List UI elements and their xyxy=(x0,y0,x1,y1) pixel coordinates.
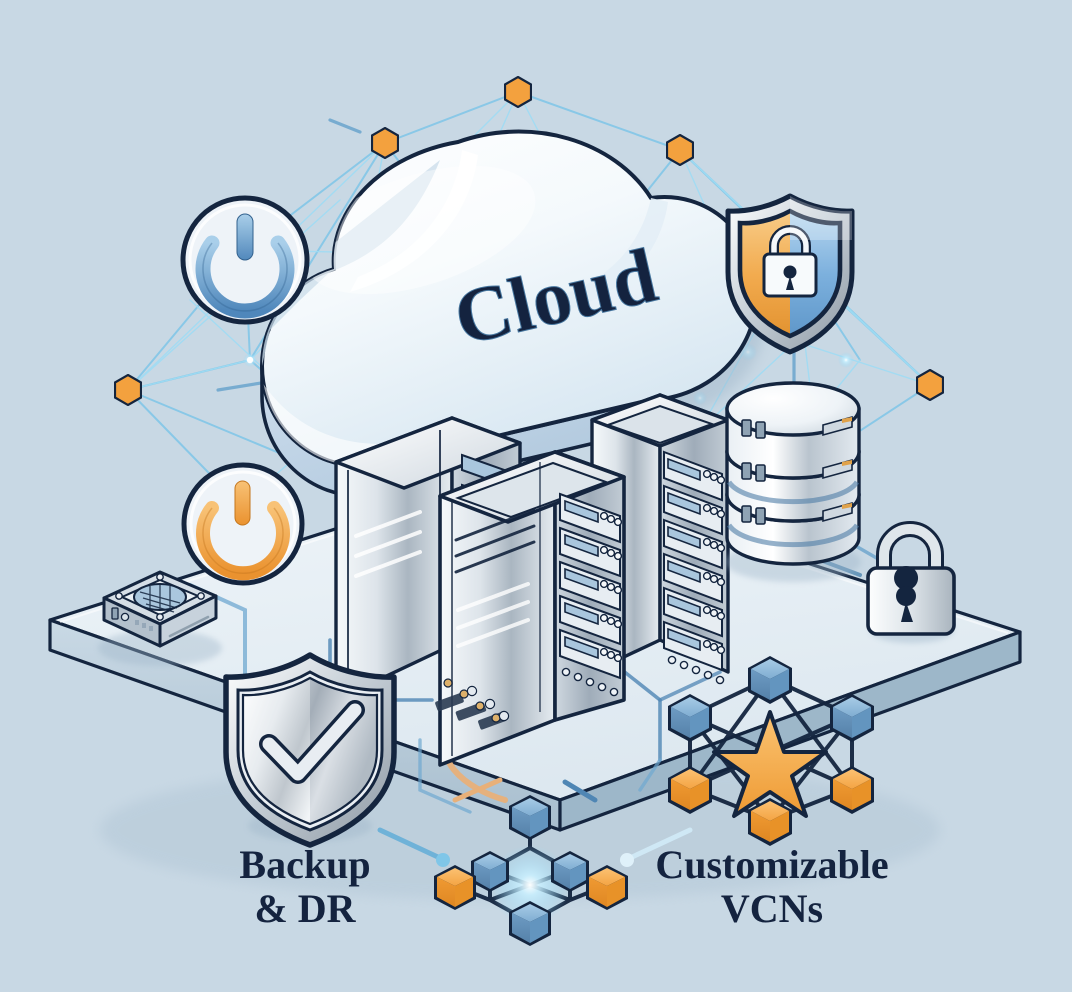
vcn-cluster-bottom xyxy=(377,777,693,946)
rack-unit xyxy=(663,450,726,685)
star-node xyxy=(712,710,828,818)
cloud-shape: Cloud xyxy=(260,129,767,498)
vcns-line1: Customizable xyxy=(655,842,888,887)
power-icon-orange xyxy=(181,462,305,586)
power-icon-blue xyxy=(180,195,310,325)
network-appliance-icon xyxy=(98,570,222,666)
label-backup-dr: Backup & DR xyxy=(239,842,370,931)
rack-unit xyxy=(559,492,623,697)
shield-check-icon xyxy=(223,652,397,848)
lock-glyph xyxy=(762,225,818,298)
label-customizable-vcns: Customizable VCNs xyxy=(655,842,888,931)
shield-lock-icon xyxy=(725,193,855,355)
cube-node xyxy=(668,656,874,846)
backup-dr-line2: & DR xyxy=(254,886,356,931)
database-icon xyxy=(725,381,861,582)
server-port-panel xyxy=(435,678,510,730)
cube-node xyxy=(434,795,628,946)
padlock-icon xyxy=(866,521,956,643)
check-glyph xyxy=(259,700,365,784)
backup-dr-line1: Backup xyxy=(239,842,370,887)
server-rack-front xyxy=(435,450,626,767)
vcn-cluster-right xyxy=(668,656,874,846)
vcns-line2: VCNs xyxy=(721,886,823,931)
